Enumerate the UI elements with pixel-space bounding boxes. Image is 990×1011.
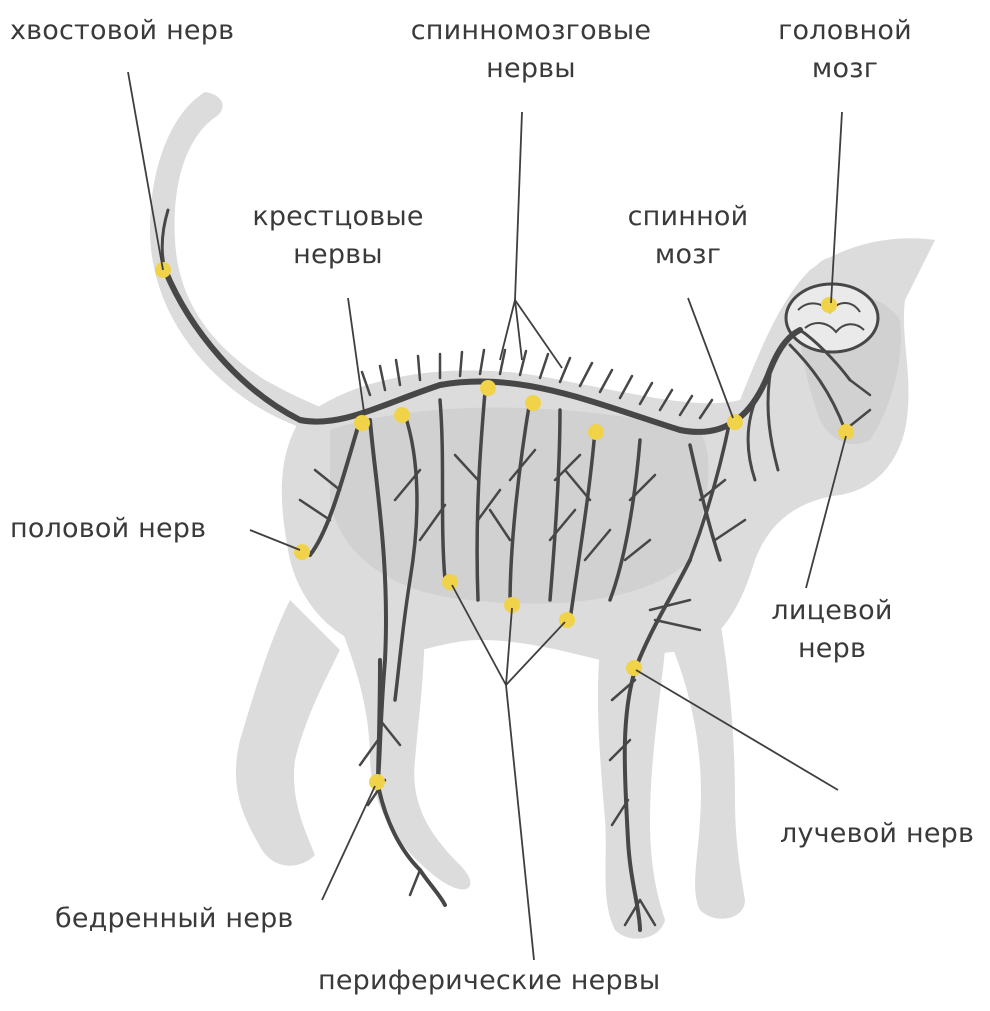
label-sacral-nerves-line1: крестцовые (238, 198, 438, 236)
label-brain-line1: головной (770, 12, 920, 50)
node-spinal-3 (588, 424, 604, 440)
label-sacral-nerves: крестцовые нервы (238, 198, 438, 274)
node-radial (626, 660, 642, 676)
label-spinal-cord: спинной мозг (608, 198, 768, 274)
label-spinal-cord-line2: мозг (608, 236, 768, 274)
label-radial-nerve-text: лучевой нерв (780, 815, 974, 853)
label-femoral-nerve-text: бедренный нерв (55, 900, 294, 938)
label-tail-nerve: хвостовой нерв (10, 12, 234, 50)
node-brain (821, 297, 837, 313)
leader-femoral (322, 786, 375, 900)
label-brain: головной мозг (770, 12, 920, 88)
label-peripheral-nerves-text: периферические нервы (318, 962, 660, 1000)
label-spinal-nerves-line2: нервы (400, 50, 662, 88)
label-genital-nerve: половой нерв (10, 510, 206, 548)
label-spinal-nerves-line1: спинномозговые (400, 12, 662, 50)
label-tail-nerve-text: хвостовой нерв (10, 12, 234, 50)
label-spinal-nerves: спинномозговые нервы (400, 12, 662, 88)
node-spinal-1 (480, 380, 496, 396)
node-spinal-2 (525, 395, 541, 411)
label-spinal-cord-line1: спинной (608, 198, 768, 236)
node-spinal-cord (727, 414, 743, 430)
node-sacral-1 (354, 415, 370, 431)
node-genital (294, 544, 310, 560)
label-peripheral-nerves: периферические нервы (318, 962, 660, 1000)
cat-hind-leg-far (236, 600, 340, 866)
leader-spinal-b (500, 300, 515, 360)
label-radial-nerve: лучевой нерв (780, 815, 974, 853)
label-facial-nerve-line1: лицевой (762, 592, 902, 630)
label-femoral-nerve: бедренный нерв (55, 900, 294, 938)
leader-spinal-a (515, 112, 522, 300)
node-peripheral-1 (442, 574, 458, 590)
label-facial-nerve: лицевой нерв (762, 592, 902, 668)
cat-front-leg-near (660, 620, 745, 919)
node-femoral (369, 774, 385, 790)
cat-ear-right (900, 240, 935, 300)
label-brain-line2: мозг (770, 50, 920, 88)
leader-peripheral-main (506, 685, 534, 960)
leader-radial (636, 670, 838, 790)
label-facial-nerve-line2: нерв (762, 630, 902, 668)
label-genital-nerve-text: половой нерв (10, 510, 206, 548)
node-sacral-2 (394, 407, 410, 423)
label-sacral-nerves-line2: нервы (238, 236, 438, 274)
